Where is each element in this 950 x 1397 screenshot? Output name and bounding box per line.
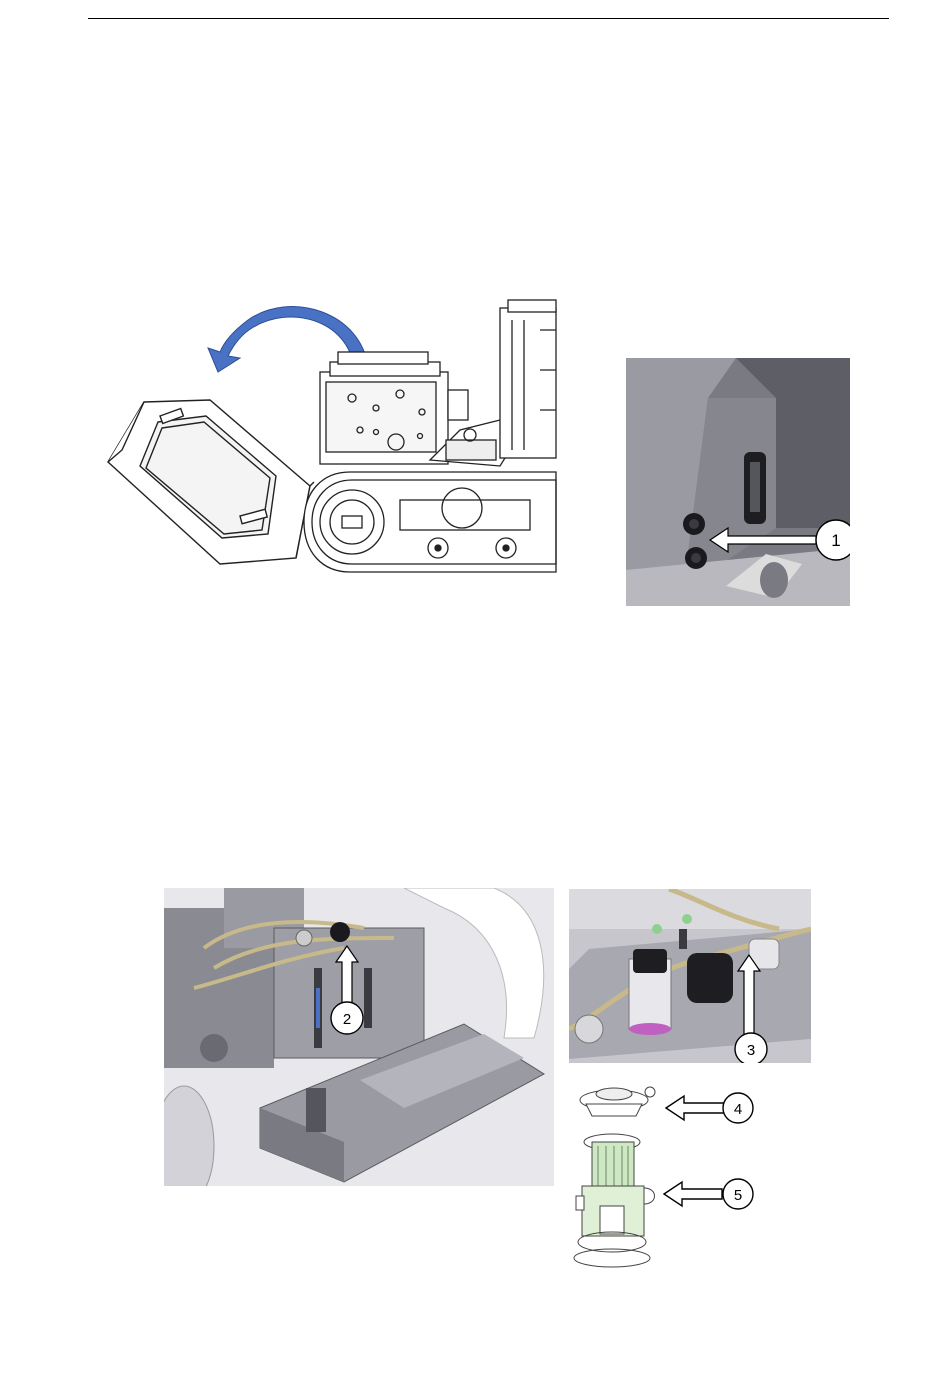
handle bbox=[744, 452, 766, 524]
figure-cover-knobs: 1 bbox=[626, 358, 850, 606]
callout-2: 2 bbox=[343, 1011, 351, 1028]
machine-body bbox=[320, 300, 556, 466]
filter-element-part bbox=[574, 1134, 655, 1267]
tank-cover bbox=[108, 400, 314, 564]
knob-lower bbox=[685, 547, 707, 569]
figure-filter-parts: 4 5 bbox=[566, 1076, 776, 1270]
callout-3: 3 bbox=[747, 1042, 755, 1059]
callout-arrow-icon bbox=[666, 1096, 724, 1120]
figure-hydraulic-tank: 2 bbox=[164, 888, 554, 1186]
header-rule bbox=[88, 18, 889, 19]
filter-cover-part bbox=[580, 1087, 655, 1116]
figure-filter-cap: 3 bbox=[569, 889, 811, 1063]
callout-4: 4 bbox=[734, 1101, 742, 1118]
knob-upper bbox=[683, 513, 705, 535]
callout-1: 1 bbox=[831, 531, 840, 550]
crawler-track bbox=[304, 472, 556, 572]
figure-cover-tilt bbox=[100, 290, 560, 580]
callout-arrow-icon bbox=[664, 1182, 722, 1206]
callout-5: 5 bbox=[734, 1187, 742, 1204]
